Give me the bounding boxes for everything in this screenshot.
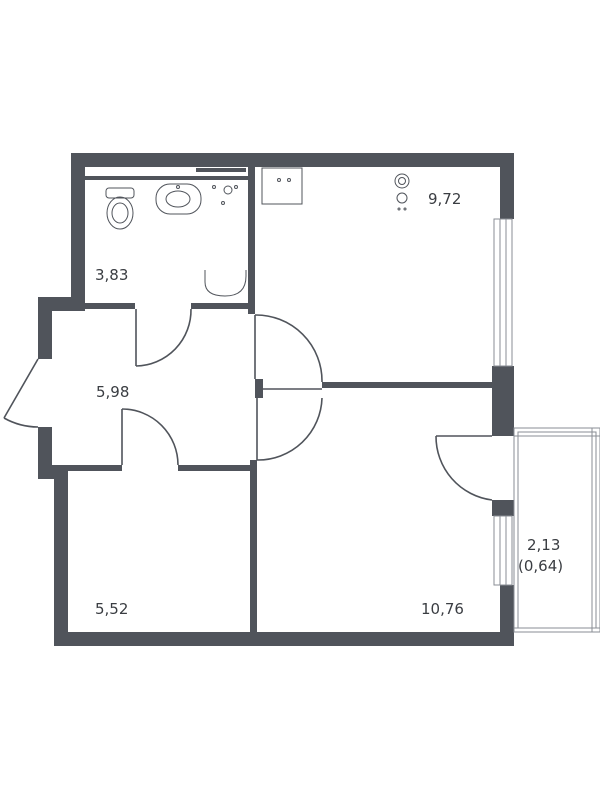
right-wall-top (500, 153, 514, 219)
bath-bottom-wall-left (85, 303, 135, 309)
stove-icon (394, 173, 410, 211)
bathroom-fixtures (85, 168, 250, 297)
balcony-area: 2,13 (527, 536, 560, 554)
toilet-icon (105, 187, 135, 230)
bath-kitchen-wall (248, 160, 255, 314)
bedroom-living-wall (250, 460, 257, 635)
kitchen-living-wall (322, 382, 492, 388)
hallway-area: 5,98 (96, 383, 129, 401)
left-wall-upper (71, 153, 85, 301)
interior-walls (68, 160, 492, 635)
hall-bedroom-wall-left (68, 465, 122, 471)
right-wall-bottom (500, 585, 514, 646)
kitchen-door (254, 314, 323, 383)
sink-icon (155, 183, 202, 215)
bath-bottom-wall-right (191, 303, 255, 309)
balcony (513, 427, 600, 633)
doors (3, 308, 493, 501)
top-wall (71, 153, 514, 167)
balcony-reduced-area: (0,64) (518, 557, 563, 575)
bottom-wall (54, 632, 514, 646)
hall-bedroom-wall-right (178, 465, 255, 471)
left-wall-lower (54, 470, 68, 646)
entrance-jamb-top (38, 297, 52, 359)
bathroom-door (135, 308, 192, 367)
bath-shelf (85, 176, 250, 180)
right-wall-mid (492, 366, 514, 436)
right-wall-lower-jamb (492, 500, 514, 516)
balcony-door (435, 435, 493, 501)
opening-lines (121, 309, 322, 465)
shower-icon (204, 270, 247, 297)
living-room-window (493, 515, 513, 586)
bedroom-door (121, 408, 179, 466)
kitchen-fixtures (261, 167, 410, 211)
bathroom-area: 3,83 (95, 266, 128, 284)
living-room-area: 10,76 (421, 600, 464, 618)
kitchen-sink-icon (261, 167, 303, 205)
bath-shelf-small (196, 168, 246, 172)
entrance-door (3, 358, 39, 428)
living-room-door (256, 397, 323, 461)
kitchen-area: 9,72 (428, 190, 461, 208)
bedroom-area: 5,52 (95, 600, 128, 618)
kitchen-window (493, 218, 513, 367)
exterior-walls (38, 153, 514, 646)
tap-icon (212, 185, 238, 205)
